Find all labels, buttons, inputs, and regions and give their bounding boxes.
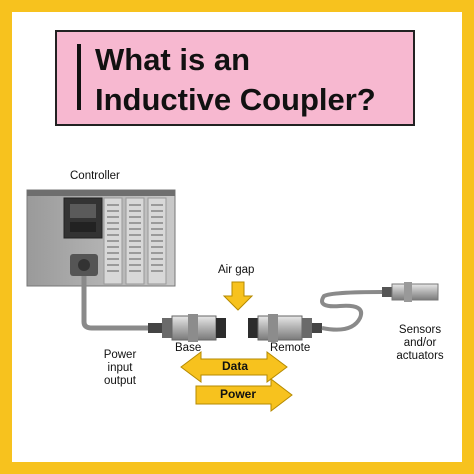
title-accent-bar [77,44,81,110]
sensors-line-2: and/or [403,337,437,349]
sensors-line-3: actuators [396,350,444,362]
base-label: Base [175,342,202,354]
sensor-actuator [382,282,439,302]
remote-coupler [248,314,322,342]
controller-plc [26,189,176,287]
power-io-label: Power input output [100,349,140,388]
air-gap-arrow [222,281,254,311]
controller-cable [81,276,150,331]
data-double-arrow [180,351,288,383]
base-coupler [148,314,226,342]
title-line-1: What is an [95,42,251,77]
power-arrow-label: Power [220,387,257,401]
sensor-cable [320,290,383,332]
title-box: What is an Inductive Coupler? [55,30,415,126]
power-io-line-2: input [107,362,133,374]
title-line-2: Inductive Coupler? [95,82,376,117]
power-arrow [195,377,293,413]
remote-label: Remote [270,342,311,354]
power-io-line-1: Power [103,349,137,361]
data-arrow-label: Data [222,359,249,373]
controller-label: Controller [70,170,120,182]
sensors-line-1: Sensors [398,324,442,336]
power-io-line-3: output [104,375,136,387]
sensors-label: Sensors and/or actuators [390,324,450,363]
air-gap-label: Air gap [218,264,255,276]
